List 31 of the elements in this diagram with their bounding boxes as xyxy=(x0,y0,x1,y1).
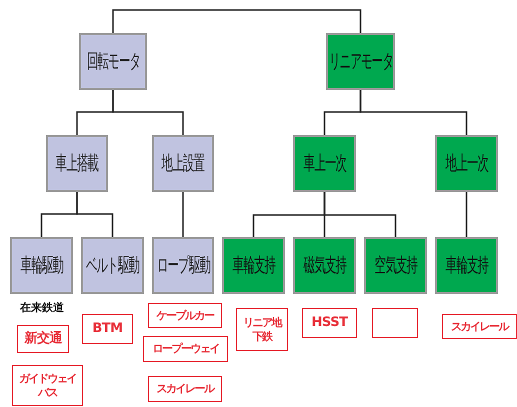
connector-line xyxy=(324,192,396,237)
example-box: BTM xyxy=(82,314,133,344)
category-box: 地上設置 xyxy=(152,135,214,192)
example-box: ケーブルカー xyxy=(148,303,222,328)
category-box: 車上搭載 xyxy=(46,135,108,192)
category-box: ベルト駆動 xyxy=(81,237,144,294)
example-box: ロープーウェイ xyxy=(143,336,228,362)
example-box: スカイレール xyxy=(442,314,517,339)
category-box: 車上一次 xyxy=(293,135,356,192)
example-box: スカイレール xyxy=(148,376,222,402)
note-text: 在来鉄道 xyxy=(20,300,64,315)
example-box: ガイドウェイバス xyxy=(12,365,83,406)
example-box: 新交通 xyxy=(17,325,69,353)
category-box: 車輪支持 xyxy=(222,237,285,294)
example-box xyxy=(372,308,418,338)
connector-line xyxy=(112,9,362,33)
category-box: ロープ駆動 xyxy=(152,237,214,294)
category-box: 車輪支持 xyxy=(435,237,498,294)
category-box: 車輪駆動 xyxy=(10,237,73,294)
connector-line xyxy=(76,192,114,237)
connector-line xyxy=(112,90,184,135)
category-box: 地上一次 xyxy=(435,135,498,192)
connector-line xyxy=(182,192,184,237)
category-box: リニアモータ xyxy=(326,33,395,90)
connector-line xyxy=(466,192,468,237)
example-box: HSST xyxy=(302,308,357,338)
example-box: リニア地下鉄 xyxy=(236,308,288,351)
category-box: 磁気支持 xyxy=(293,237,356,294)
category-box: 空気支持 xyxy=(364,237,427,294)
category-box: 回転モータ xyxy=(79,33,147,90)
connector-line xyxy=(360,90,468,135)
